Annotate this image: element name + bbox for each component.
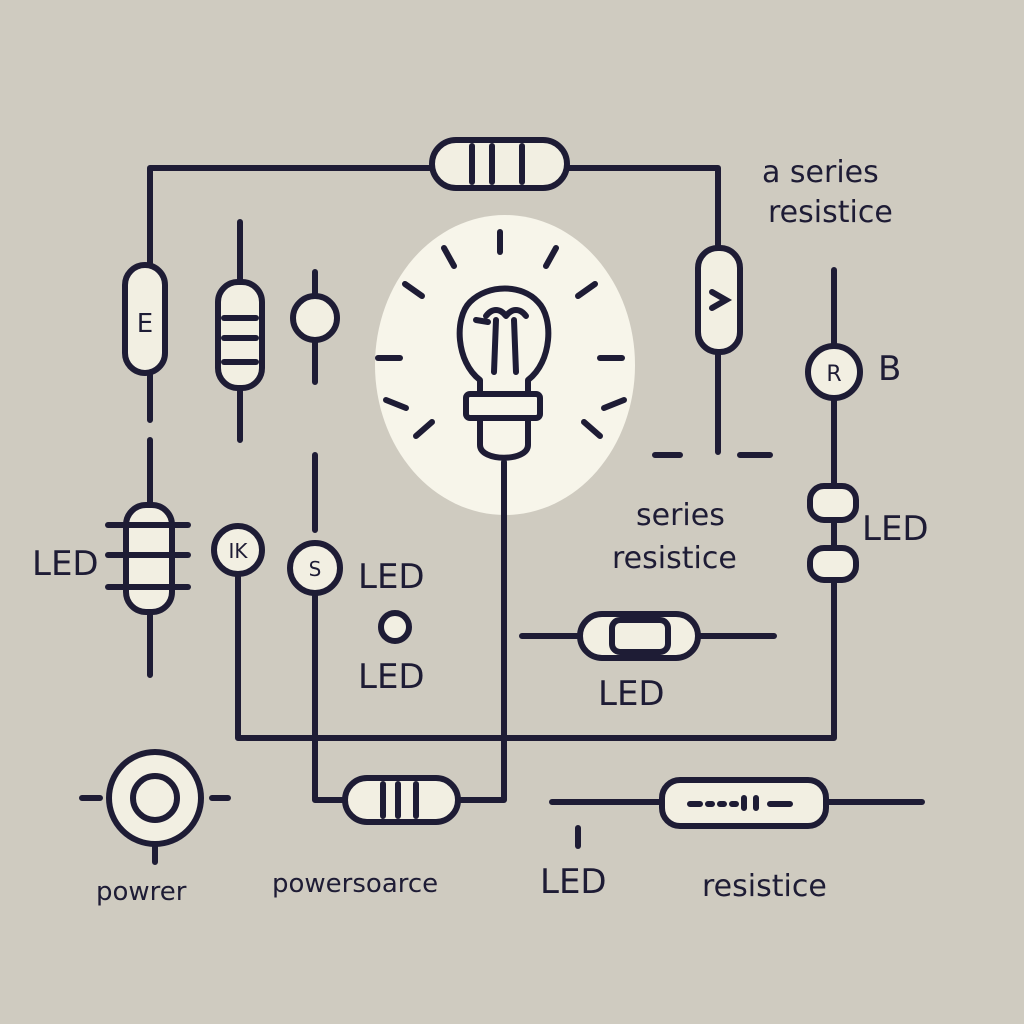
label-led-center-1: LED [358,557,425,597]
led-dot-symbol [378,610,412,644]
svg-text:IK: IK [228,539,248,563]
label-series-resistice-top-1: a series [762,155,879,190]
label-led-left: LED [32,544,99,584]
led-right-symbol [807,483,859,583]
label-powersource: powersoarce [272,869,438,899]
svg-text:R: R [826,362,841,387]
resistor-right-vertical [695,245,743,355]
label-series-resistice-mid-2: resistice [612,541,737,576]
label-led-right: LED [862,509,929,549]
label-resistice-bottom: resistice [702,869,827,904]
bulb-glow [375,215,635,515]
resistor-col-240 [215,279,265,391]
bulb-rays [375,229,627,439]
wire-bulb-down [455,467,507,803]
resistor-led-left [105,502,191,615]
wire-bottom-left-loop [235,267,837,741]
resistor-bottom-center [342,775,461,825]
wire-col-315-lower [312,452,348,803]
lamp-symbol-small [290,293,340,343]
resistor-mid-right [577,611,701,661]
label-led-center-2: LED [358,657,425,697]
resistor-top [429,137,570,191]
resistor-left-vertical: E [122,262,168,376]
round-symbol-r2: R [805,343,863,401]
round-symbol-s: S [287,540,343,596]
label-series-resistice-mid-1: series [636,498,725,533]
power-source-symbol [79,749,231,865]
label-led-bottom: LED [540,862,607,902]
svg-text:S: S [309,557,322,581]
resistor-bottom-right [659,777,829,829]
label-series-resistice-top-2: resistice [768,195,893,230]
round-symbol-ik: IK [211,523,265,577]
label-b: B [878,349,901,389]
label-power: powrer [96,877,187,907]
resistor-glyph-e: E [137,309,153,339]
label-led-center-3: LED [598,674,665,714]
light-bulb-icon [456,285,552,473]
